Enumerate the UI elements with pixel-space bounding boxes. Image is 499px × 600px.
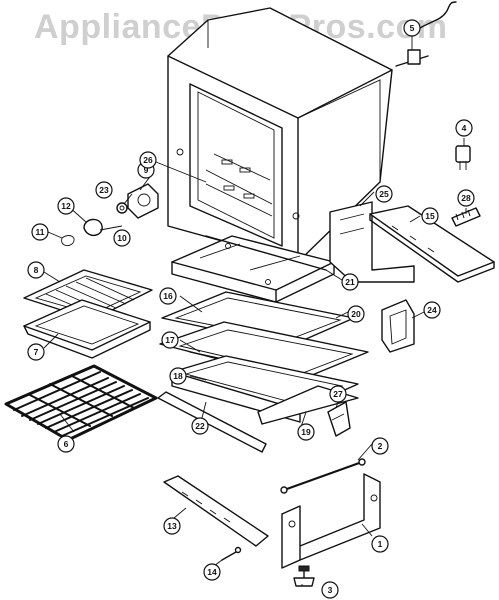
callout-18[interactable]: 18	[169, 367, 187, 385]
callout-label: 24	[427, 305, 437, 315]
callout-label: 20	[351, 309, 361, 319]
callout-22[interactable]: 22	[191, 417, 209, 435]
callout-3[interactable]: 3	[321, 581, 339, 599]
callout-label: 8	[34, 265, 39, 275]
callout-label: 14	[207, 567, 217, 577]
oven-rack	[4, 364, 158, 442]
callout-label: 9	[144, 165, 149, 175]
callout-7[interactable]: 7	[27, 343, 45, 361]
drawer-rail	[280, 458, 366, 494]
callout-19[interactable]: 19	[297, 423, 315, 441]
callout-label: 13	[167, 521, 177, 531]
callout-16[interactable]: 16	[159, 287, 177, 305]
callout-13[interactable]: 13	[163, 517, 181, 535]
callout-label: 26	[143, 155, 153, 165]
callout-label: 4	[462, 123, 467, 133]
callout-11[interactable]: 11	[31, 223, 49, 241]
mounting-screw	[221, 546, 242, 561]
leveling-leg	[293, 565, 315, 587]
callout-25[interactable]: 25	[375, 185, 393, 203]
callout-label: 6	[64, 439, 69, 449]
callout-14[interactable]: 14	[203, 563, 221, 581]
callout-label: 5	[410, 23, 415, 33]
callout-label: 1	[378, 539, 383, 549]
angle-bracket	[327, 401, 351, 437]
callout-1[interactable]: 1	[371, 535, 389, 553]
callout-label: 10	[117, 233, 127, 243]
callout-label: 27	[333, 389, 343, 399]
callout-17[interactable]: 17	[161, 331, 179, 349]
callout-21[interactable]: 21	[341, 273, 359, 291]
callout-8[interactable]: 8	[27, 261, 45, 279]
callout-2[interactable]: 2	[371, 437, 389, 455]
callout-5[interactable]: 5	[403, 19, 421, 37]
callout-28[interactable]: 28	[457, 189, 475, 207]
switch-component	[455, 145, 471, 170]
callout-label: 23	[99, 185, 109, 195]
callout-20[interactable]: 20	[347, 305, 365, 323]
callout-label: 22	[195, 421, 205, 431]
callout-27[interactable]: 27	[329, 385, 347, 403]
callout-label: 17	[165, 335, 175, 345]
kick-panel	[163, 475, 269, 547]
lower-side-frame	[281, 473, 381, 569]
callout-label: 25	[379, 189, 389, 199]
front-trim	[157, 391, 267, 453]
callout-26-label[interactable]: 26	[139, 151, 157, 169]
callout-12[interactable]: 12	[57, 197, 75, 215]
callout-label: 2	[378, 441, 383, 451]
callout-24[interactable]: 24	[423, 301, 441, 319]
callout-label: 19	[301, 427, 311, 437]
terminal-block	[451, 207, 481, 227]
callout-label: 21	[345, 277, 355, 287]
oven-light-assembly	[61, 183, 159, 247]
broiler-pan	[23, 299, 151, 359]
callout-label: 15	[425, 211, 435, 221]
callout-label: 7	[34, 347, 39, 357]
control-bracket	[381, 299, 415, 353]
callout-15[interactable]: 15	[421, 207, 439, 225]
callout-label: 28	[461, 193, 471, 203]
callout-label: 12	[61, 201, 71, 211]
callout-23[interactable]: 23	[95, 181, 113, 199]
oven-cavity	[167, 7, 393, 263]
callout-label: 16	[163, 291, 173, 301]
rear-trim-channel	[369, 205, 495, 283]
callout-4[interactable]: 4	[455, 119, 473, 137]
callout-label: 11	[36, 227, 45, 237]
callout-10[interactable]: 10	[113, 229, 131, 247]
callout-6[interactable]: 6	[57, 435, 75, 453]
callout-label: 3	[328, 585, 333, 595]
power-cord	[395, 1, 457, 67]
callout-label: 18	[173, 371, 183, 381]
